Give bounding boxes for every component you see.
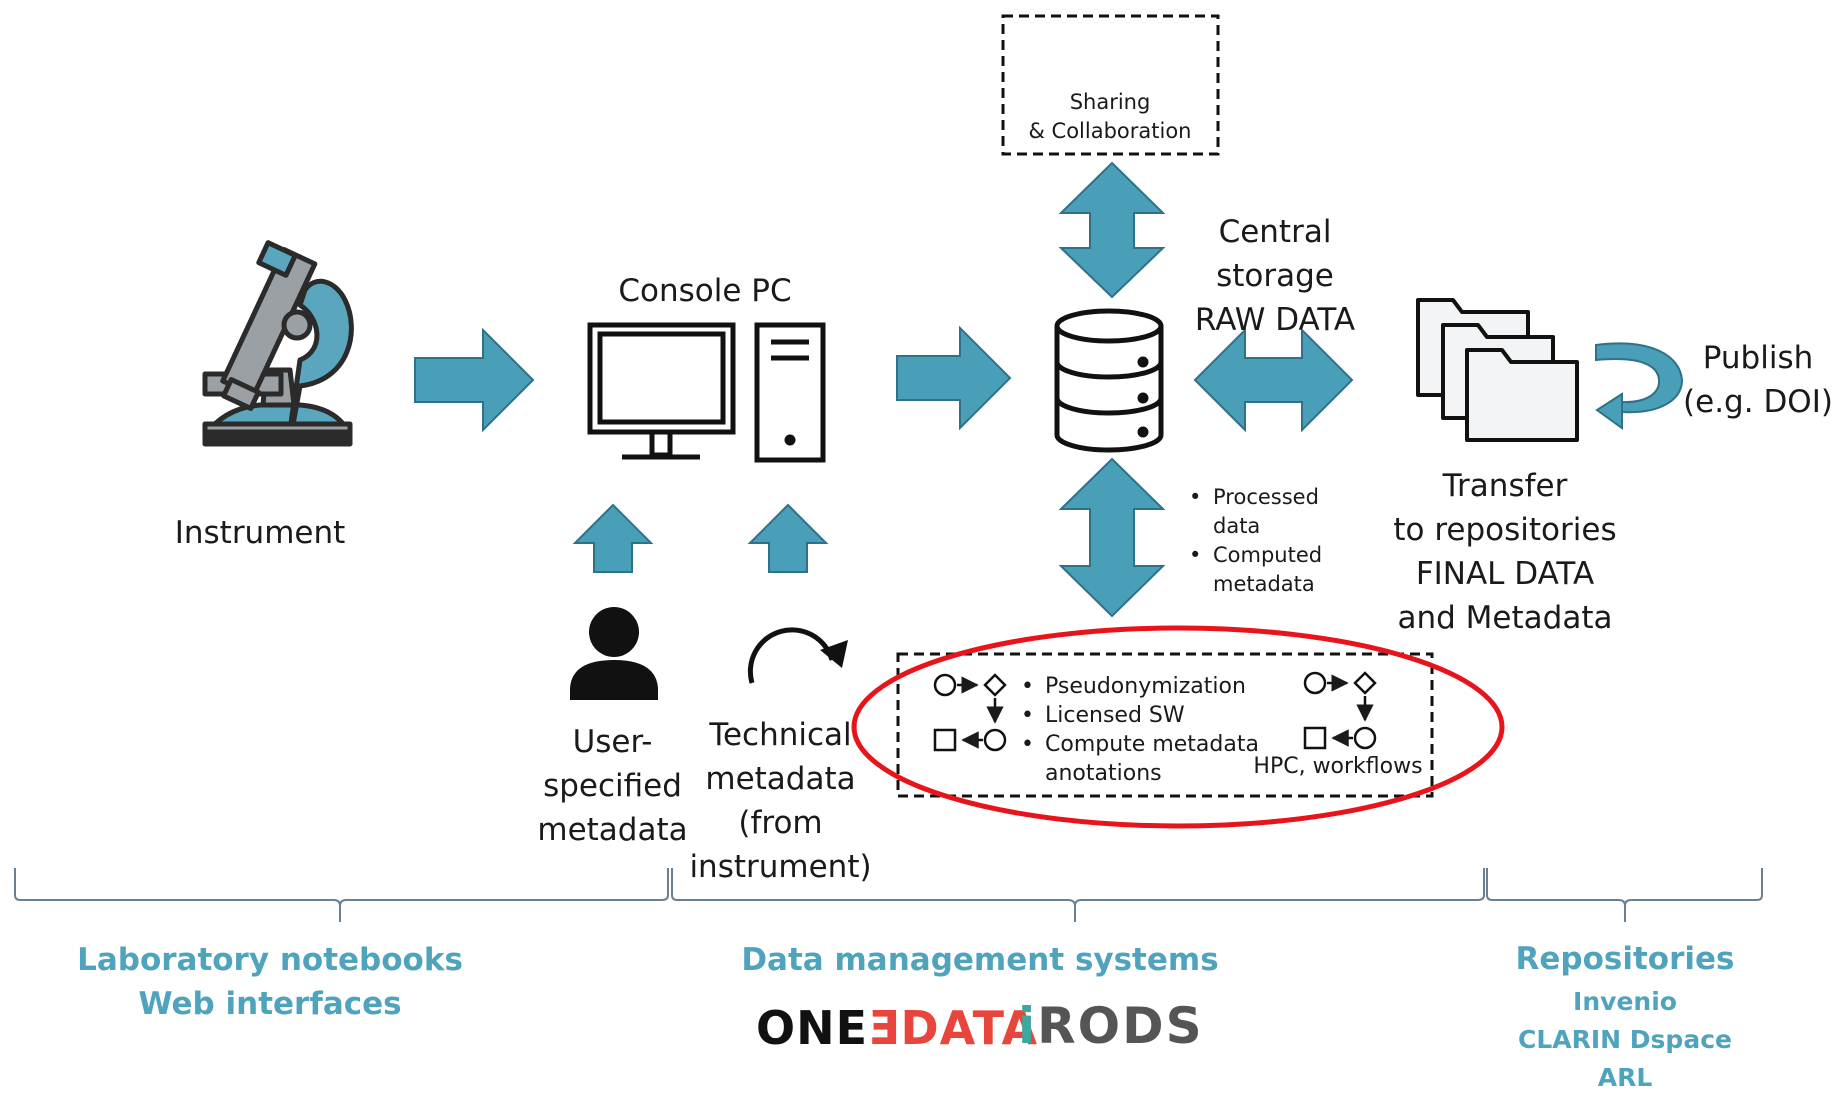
- microscope-icon: [202, 240, 354, 447]
- lab-category-label: Laboratory notebooks Web interfaces: [77, 942, 463, 1022]
- processed-item-cont: data: [1213, 514, 1261, 538]
- tower-pc-icon: [754, 322, 826, 463]
- hpc-workflows-label: HPC, workflows: [1253, 754, 1423, 779]
- brace-lab: [14, 868, 669, 922]
- processed-item: Processed: [1185, 483, 1322, 512]
- repo-arl: ARL: [1597, 1063, 1653, 1092]
- arrow-user-to-console: [572, 503, 654, 573]
- central-storage-label: Central storage RAW DATA: [1194, 214, 1356, 338]
- arrow-storage-sharing: [1058, 161, 1166, 299]
- compute-item-cont: anotations: [1045, 761, 1162, 786]
- dms-category-label: Data management systems: [741, 942, 1219, 978]
- arrow-instrument-to-console: [414, 327, 535, 433]
- brace-repos: [1486, 868, 1763, 922]
- arrow-storage-processing: [1058, 457, 1166, 618]
- refresh-arrow-icon: [747, 627, 848, 684]
- arrow-technical-to-console: [747, 503, 829, 573]
- console-pc-label: Console PC: [618, 273, 792, 309]
- processed-list: Processed data Computed metadata: [1185, 483, 1322, 599]
- brace-dms: [671, 868, 1485, 922]
- publish-curved-arrow-icon: [1595, 342, 1684, 430]
- transfer-label: Transfer to repositories FINAL DATA and …: [1393, 468, 1617, 636]
- compute-item: Licensed SW: [1017, 701, 1259, 730]
- arrow-storage-repositories: [1193, 327, 1354, 433]
- computed-item-cont: metadata: [1213, 572, 1315, 596]
- technical-metadata-label: Technical metadata (from instrument): [689, 717, 872, 885]
- user-icon: [570, 607, 658, 700]
- onedata-logo: ONEƎDATA: [756, 1001, 1039, 1055]
- monitor-icon: [587, 322, 736, 460]
- repos-list: Invenio CLARIN Dspace ARL: [1490, 983, 1760, 1097]
- compute-item: Pseudonymization: [1017, 672, 1259, 701]
- repo-clarin: CLARIN Dspace: [1518, 1025, 1732, 1054]
- database-icon: [1054, 308, 1164, 453]
- folders-icon: [1416, 298, 1579, 442]
- instrument-label: Instrument: [174, 515, 346, 551]
- irods-logo: iRODS: [1018, 997, 1204, 1055]
- sharing-label: Sharing & Collaboration: [1028, 90, 1192, 143]
- computed-item: Computed: [1185, 541, 1322, 570]
- workflow-icon: [1303, 671, 1377, 750]
- repos-category-label: Repositories: [1515, 941, 1735, 977]
- repo-invenio: Invenio: [1573, 987, 1677, 1016]
- user-metadata-label: User- specified metadata: [537, 724, 688, 848]
- compute-box: [896, 652, 1434, 798]
- highlight-ellipse: [851, 625, 1505, 829]
- compute-item: Compute metadata: [1017, 730, 1259, 759]
- publish-label: Publish (e.g. DOI): [1683, 340, 1833, 420]
- compute-list: Pseudonymization Licensed SW Compute met…: [1017, 672, 1259, 788]
- workflow-icon: [933, 673, 1007, 752]
- arrow-console-to-storage: [896, 325, 1012, 431]
